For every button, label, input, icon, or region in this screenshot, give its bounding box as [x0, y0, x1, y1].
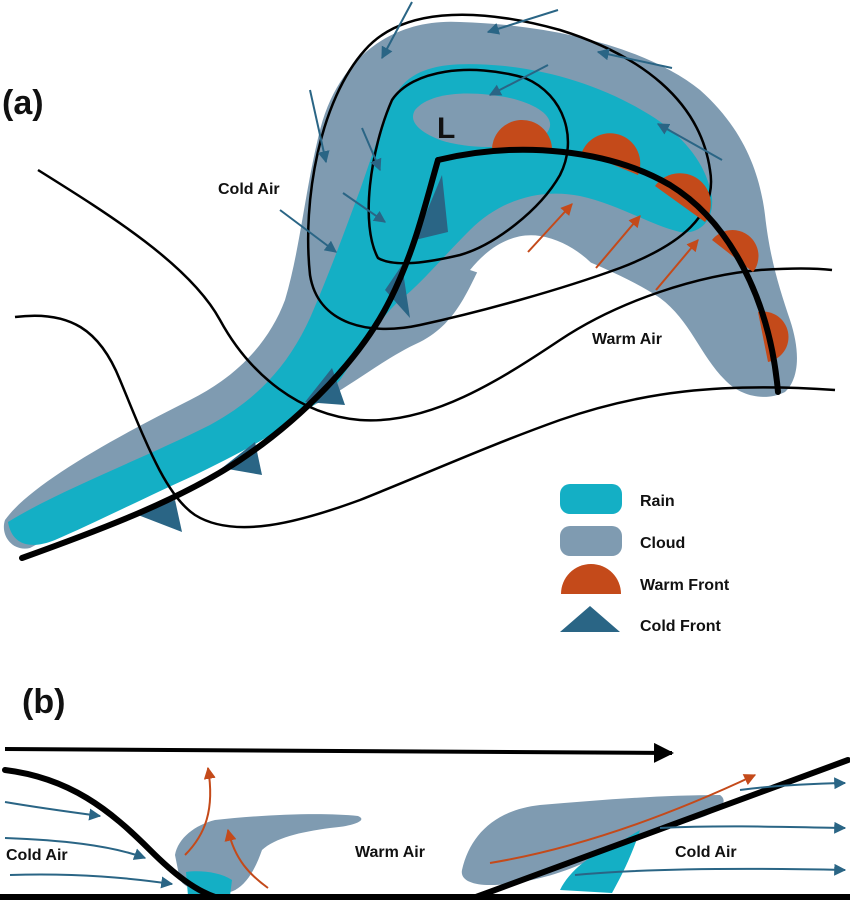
- cold-front-triangle: [385, 265, 410, 318]
- upper-flow-arrow: [4, 742, 674, 763]
- cold-arrow-left: [4, 837, 147, 860]
- cross-section-warm-arrows: [184, 766, 757, 889]
- warm-air-label-b: Warm Air: [355, 844, 425, 861]
- warm-air-label: Warm Air: [592, 331, 662, 348]
- warm-arrow-sloping: [489, 774, 757, 864]
- cold-air-label: Cold Air: [218, 181, 280, 198]
- cold-arrow: [488, 64, 549, 96]
- cold-arrow: [309, 89, 330, 164]
- cold-air-arrows: [279, 1, 723, 253]
- legend-cold-front-label: Cold Front: [640, 618, 722, 635]
- cold-arrow-right: [739, 777, 847, 791]
- panel-a: (a) L Cold Air Warm Air Rain Cloud Warm …: [2, 1, 836, 635]
- legend-rain-label: Rain: [640, 493, 675, 510]
- cold-arrow: [381, 1, 413, 60]
- cold-front-line: [19, 157, 441, 561]
- isobar-4: [306, 13, 713, 331]
- warm-arrow: [655, 239, 699, 291]
- warm-front-bumps: [491, 119, 789, 362]
- cold-air-left-label: Cold Air: [6, 847, 68, 864]
- cold-front-triangle: [138, 500, 182, 532]
- cold-front-surface: [2, 767, 218, 900]
- warm-front-line: [435, 146, 781, 395]
- cold-arrow: [279, 209, 337, 253]
- warm-front-bump: [491, 119, 552, 152]
- legend-rain-swatch: [560, 484, 622, 514]
- cold-arrow: [342, 192, 386, 223]
- cold-air-right-label: Cold Air: [675, 844, 737, 861]
- cold-arrow: [656, 123, 723, 161]
- warm-arrow-rising: [224, 828, 269, 889]
- cold-arrow-left: [9, 873, 174, 889]
- cross-section-cold-arrows: [4, 777, 847, 889]
- panel-a-label: (a): [2, 84, 44, 122]
- isobar-3: [367, 68, 570, 265]
- cold-arrow-left: [4, 801, 102, 821]
- legend-warm-front-swatch: [561, 564, 621, 594]
- legend: Rain Cloud Warm Front Cold Front: [560, 484, 730, 635]
- cold-arrow-right: [659, 821, 847, 834]
- cold-arrow: [596, 48, 673, 69]
- cold-front-triangle: [415, 175, 448, 240]
- warm-air-arrows: [527, 203, 699, 291]
- warm-arrow: [595, 215, 641, 269]
- legend-cold-front-swatch: [560, 606, 620, 632]
- legend-cloud-label: Cloud: [640, 535, 685, 552]
- isobar-2: [14, 314, 836, 529]
- cold-arrow: [361, 127, 382, 172]
- panel-b-label: (b): [22, 683, 65, 721]
- cold-arrow: [486, 9, 559, 35]
- panel-b: (b) Cold Air War: [0, 683, 850, 900]
- cold-arrow-right: [574, 863, 847, 876]
- cold-front-cloud: [175, 814, 362, 894]
- warm-arrow-rising: [184, 766, 216, 856]
- low-pressure-label: L: [437, 112, 455, 145]
- warm-front-cloud: [461, 795, 724, 885]
- legend-warm-front-label: Warm Front: [640, 577, 730, 594]
- legend-cloud-swatch: [560, 526, 622, 556]
- warm-arrow: [527, 203, 573, 253]
- rain-area: [8, 64, 713, 545]
- dry-slot: [470, 235, 600, 275]
